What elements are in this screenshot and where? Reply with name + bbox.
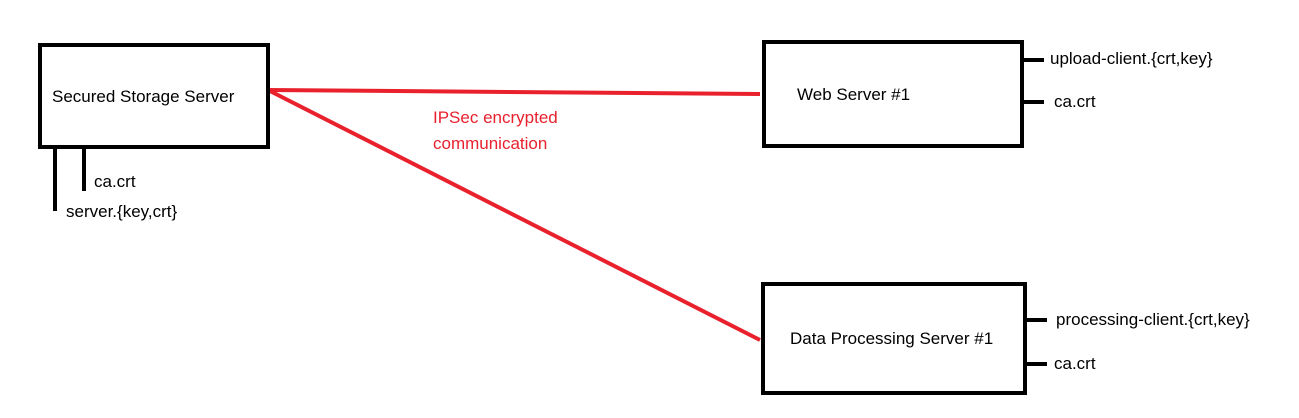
processing-server-title: Data Processing Server #1 (790, 329, 994, 348)
ipsec-link-web (267, 88, 761, 96)
ipsec-label-line1: IPSec encrypted (433, 108, 558, 127)
web-server-box: Web Server #1 (762, 40, 1024, 148)
storage-file-server: server.{key,crt} (66, 202, 178, 221)
processing-file-ca: ca.crt (1054, 354, 1096, 373)
storage-server-title: Secured Storage Server (52, 86, 235, 106)
web-file-upload-client: upload-client.{crt,key} (1050, 49, 1213, 68)
ipsec-label: IPSec encrypted communication (433, 105, 558, 157)
storage-server-box: Secured Storage Server (38, 43, 270, 149)
processing-server-box: Data Processing Server #1 (761, 282, 1027, 395)
storage-file-ca: ca.crt (94, 172, 136, 191)
web-file-ca: ca.crt (1054, 92, 1096, 111)
processing-file-client: processing-client.{crt,key} (1056, 310, 1250, 329)
ipsec-label-line2: communication (433, 134, 548, 153)
web-server-title: Web Server #1 (797, 84, 911, 104)
ipsec-link-processing (267, 88, 761, 342)
